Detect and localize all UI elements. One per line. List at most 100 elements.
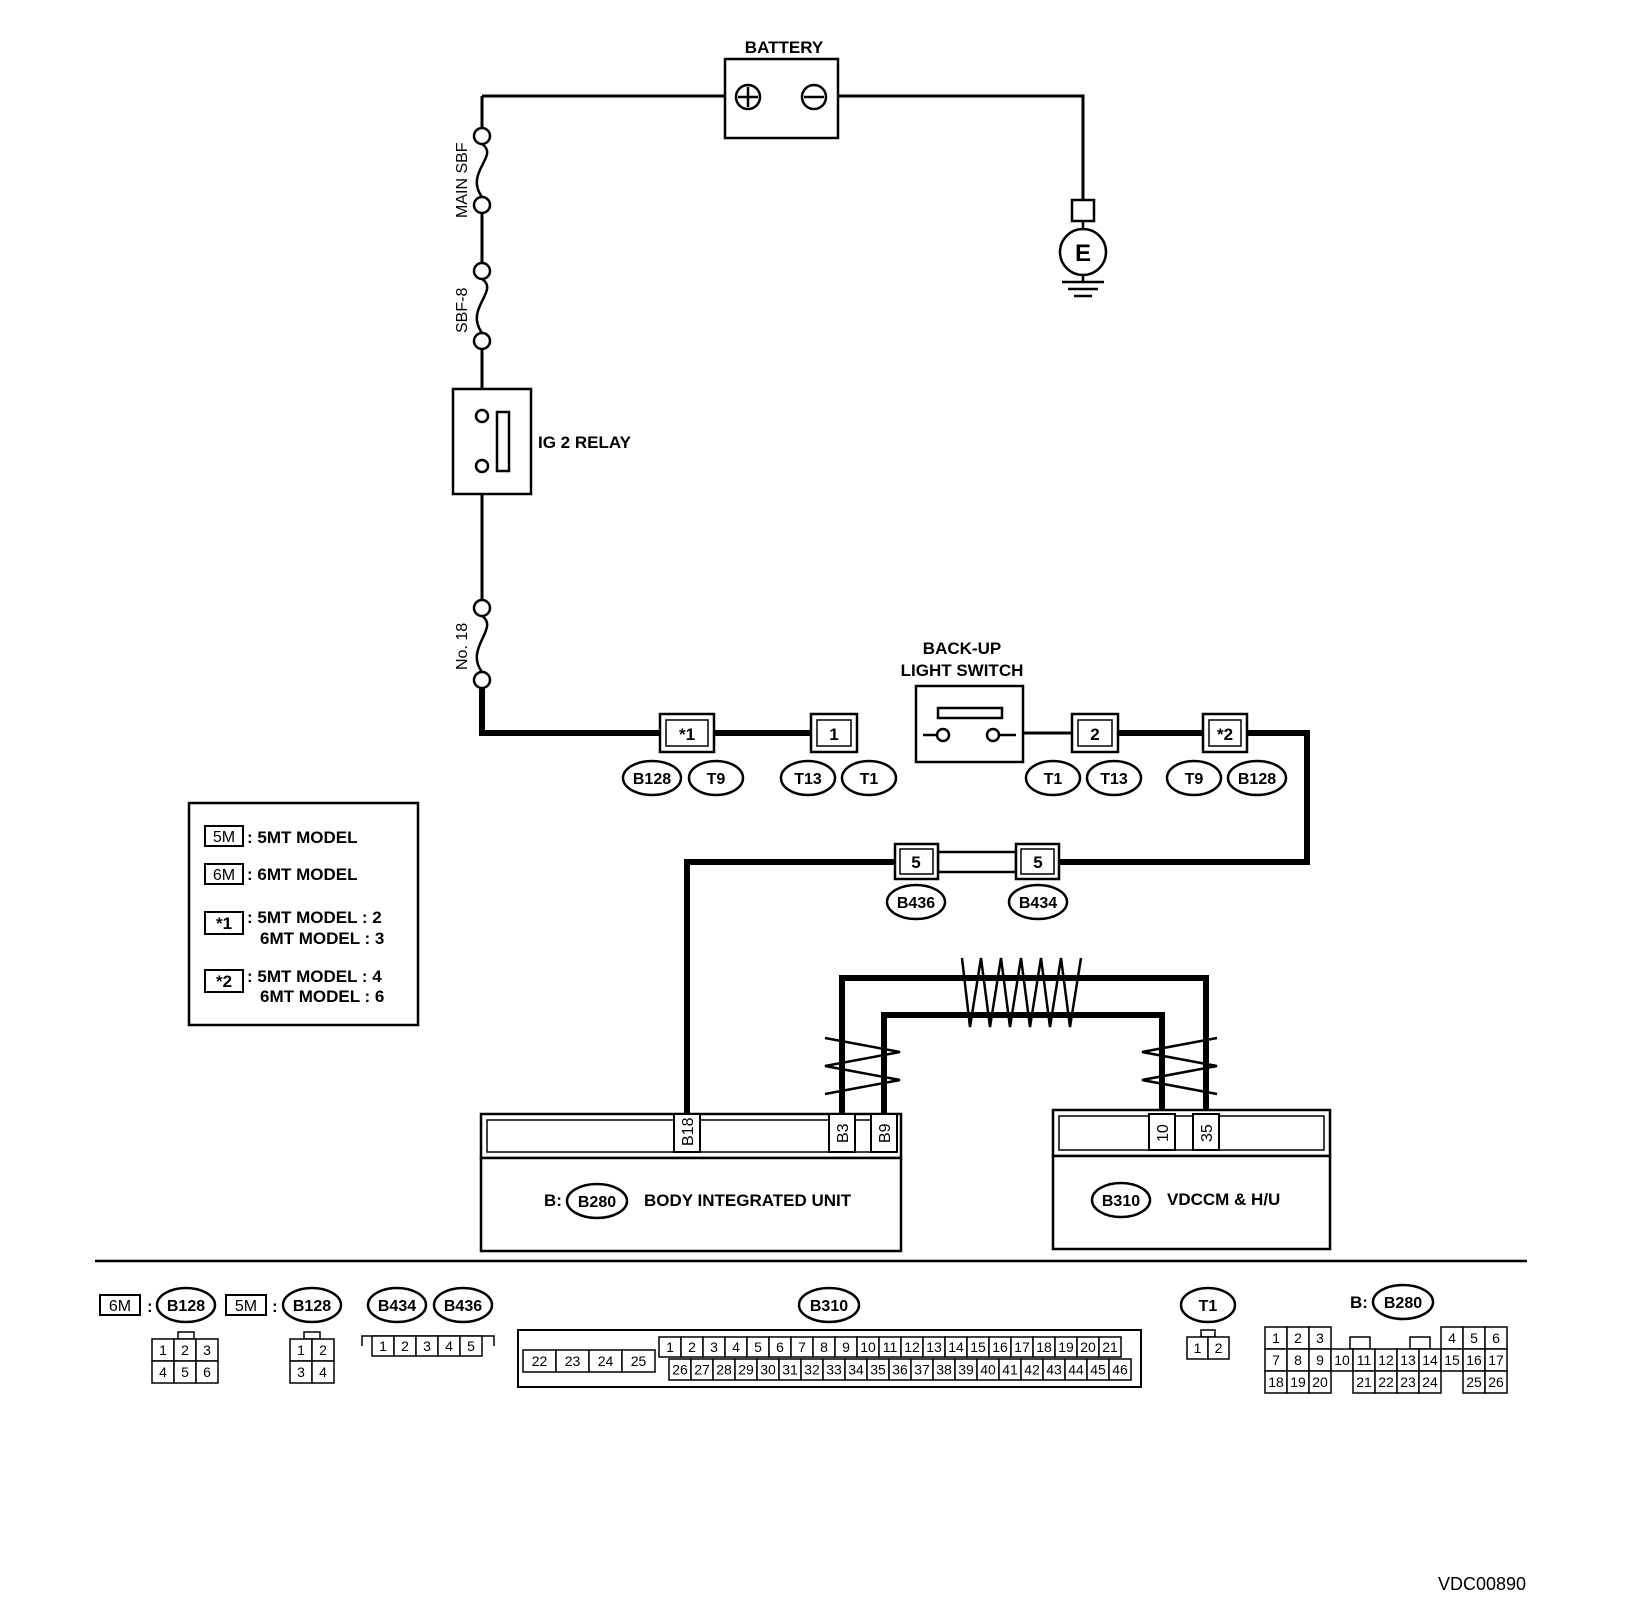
b310-pin-11-label: 11: [883, 1339, 898, 1355]
b310-pin-17-label: 17: [1014, 1339, 1030, 1355]
b280-pin-8-label: 8: [1294, 1352, 1302, 1368]
battery: BATTERY: [723, 38, 840, 140]
label-t1-right: T1: [1044, 771, 1063, 788]
b310-pin-19-label: 19: [1058, 1339, 1074, 1355]
b310-pin-39-label: 39: [958, 1362, 974, 1378]
ig2-relay: IG 2 RELAY: [451, 387, 632, 496]
b280-pin-20-cell: [1308, 1370, 1332, 1394]
b310-pin-46-label: 46: [1112, 1362, 1128, 1378]
pin-1-label: 1: [829, 725, 838, 744]
b310-pin-46-cell: [1108, 1358, 1132, 1381]
tag-6m-label: 6M: [109, 1298, 131, 1315]
b280-pin-21-label: 21: [1356, 1374, 1372, 1390]
legend-star2-tag: *2: [216, 972, 232, 991]
b310-pin-28-label: 28: [716, 1362, 732, 1378]
b310-pin-6-label: 6: [776, 1339, 784, 1355]
b310-pin-43-label: 43: [1046, 1362, 1062, 1378]
b310-pin-31-label: 31: [782, 1362, 798, 1378]
b280-pin-7-label: 7: [1272, 1352, 1280, 1368]
b310-pin-25-cell: [621, 1349, 656, 1373]
oval-b280: [565, 1182, 629, 1220]
twist-right: [1141, 1036, 1218, 1096]
b128-6m-pin-3-label: 3: [203, 1342, 211, 1358]
backup-light-switch: BACK-UP LIGHT SWITCH: [901, 639, 1025, 764]
label-t13-left: T13: [794, 771, 822, 788]
b128-6m-pin-4-label: 4: [159, 1364, 167, 1380]
b310-pin-24-label: 24: [598, 1353, 614, 1369]
b310-pin-22-label: 22: [532, 1353, 548, 1369]
t1-pin-2-label: 2: [1215, 1340, 1223, 1356]
b310-pin-44-label: 44: [1068, 1362, 1084, 1378]
b310-pin-29-label: 29: [738, 1362, 754, 1378]
b310-pin-41-label: 41: [1002, 1362, 1018, 1378]
pin-10-label: 10: [1155, 1124, 1172, 1142]
label-b280: B280: [578, 1194, 616, 1211]
ground-connector: [1070, 198, 1096, 223]
b310-pin-40-label: 40: [980, 1362, 996, 1378]
b280-pin-26-label: 26: [1488, 1374, 1504, 1390]
ig2-relay-box: [451, 387, 533, 496]
fuse-no-18-label: No. 18: [454, 623, 471, 670]
oval-t1-right: [1024, 759, 1082, 797]
oval-t9-right: [1165, 759, 1223, 797]
backup-switch-label-line2: LIGHT SWITCH: [901, 661, 1024, 680]
b310-pin-9-label: 9: [842, 1339, 850, 1355]
b310-pin-27-label: 27: [694, 1362, 710, 1378]
fuse-no-18: No. 18: [454, 598, 492, 690]
oval-t9-left: [687, 759, 745, 797]
b280-pin-3-label: 3: [1316, 1330, 1324, 1346]
b128-6m-pin-5-label: 5: [181, 1364, 189, 1380]
pin-b436-label: 5: [911, 853, 920, 872]
oval-b434: [1007, 883, 1069, 921]
legend-box: 5M : 5MT MODEL 6M : 6MT MODEL *1 : 5MT M…: [187, 801, 420, 1027]
legend-6m-tag: 6M: [213, 867, 235, 884]
label-b128-6m: B128: [167, 1298, 205, 1315]
label-b128-5m: B128: [293, 1298, 331, 1315]
fuse-sbf-8-label: SBF-8: [454, 288, 471, 333]
b128-5m-pin-4-cell: [311, 1360, 335, 1384]
b434-pin-4-label: 4: [445, 1338, 453, 1354]
ground: E: [1058, 198, 1108, 298]
b310-pin-7-label: 7: [798, 1339, 806, 1355]
tag-5m-label: 5M: [235, 1298, 257, 1315]
b280-face-prefix: B:: [1350, 1293, 1368, 1312]
b280-pin-11-label: 11: [1357, 1352, 1372, 1368]
b310-pin-42-label: 42: [1024, 1362, 1040, 1378]
b280-pin-4-label: 4: [1448, 1330, 1456, 1346]
ig2-relay-label: IG 2 RELAY: [538, 433, 632, 452]
oval-b128-6m: [155, 1286, 217, 1324]
b280-pin-20-label: 20: [1312, 1374, 1328, 1390]
b310-pin-30-label: 30: [760, 1362, 776, 1378]
latch-b128-6m: [177, 1331, 195, 1340]
pin-b18-label: B18: [680, 1117, 697, 1146]
t1-pin-1-label: 1: [1194, 1340, 1202, 1356]
label-b434-face: B434: [378, 1298, 416, 1315]
twist-left: [824, 1036, 901, 1096]
tag-6m-colon: :: [147, 1297, 153, 1316]
ground-label: E: [1075, 240, 1091, 267]
tag-5m: [225, 1294, 267, 1316]
latch-t1: [1200, 1329, 1216, 1338]
connector-face-views: 6M : B128 5M : B128 B434 B436 B310 T1 B:…: [99, 1283, 1508, 1394]
tag-5m-colon: :: [272, 1297, 278, 1316]
b310-pin-32-label: 32: [804, 1362, 820, 1378]
body-integrated-unit: B18 B3 B9 B: B280 BODY INTEGRATED UNIT: [479, 1112, 903, 1253]
pin-b9: [870, 1113, 898, 1153]
b310-pin-2-label: 2: [688, 1339, 696, 1355]
b310-pin-21-label: 21: [1102, 1339, 1118, 1355]
legend-star2-line1: : 5MT MODEL : 4: [247, 967, 382, 986]
label-b310: B310: [1102, 1193, 1140, 1210]
pin-b9-label: B9: [877, 1123, 894, 1143]
b280-pin-24-cell: [1418, 1370, 1442, 1394]
b310-pin-3-label: 3: [710, 1339, 718, 1355]
b310-pin-25-label: 25: [631, 1353, 647, 1369]
fuse-main-sbf-label: MAIN SBF: [454, 142, 471, 218]
junction-bar: [936, 850, 1018, 874]
oval-t1-left: [840, 759, 898, 797]
b280-pin-12-label: 12: [1378, 1352, 1394, 1368]
oval-t13-left: [779, 759, 837, 797]
